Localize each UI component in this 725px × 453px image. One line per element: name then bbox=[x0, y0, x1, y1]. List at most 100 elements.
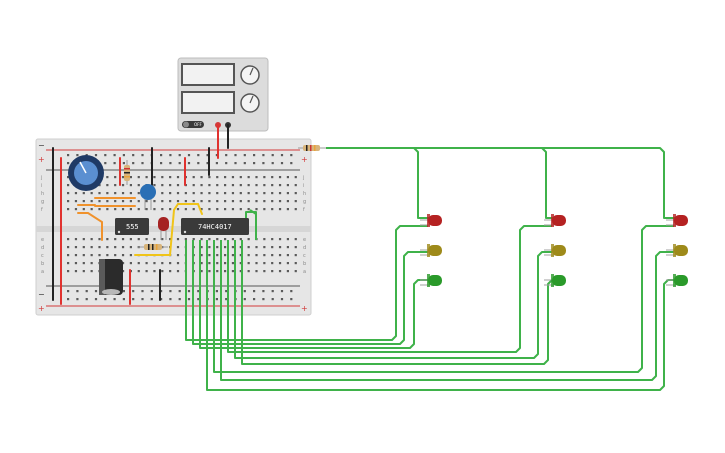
breadboard-hole[interactable] bbox=[94, 298, 98, 301]
breadboard-hole[interactable] bbox=[271, 270, 274, 273]
breadboard-hole[interactable] bbox=[231, 238, 235, 241]
breadboard-hole[interactable] bbox=[150, 298, 153, 301]
breadboard-hole[interactable] bbox=[216, 208, 219, 211]
led-green-2[interactable] bbox=[544, 274, 566, 287]
breadboard-hole[interactable] bbox=[200, 254, 203, 257]
breadboard-hole[interactable] bbox=[263, 246, 266, 249]
breadboard-hole[interactable] bbox=[169, 270, 172, 273]
breadboard-hole[interactable] bbox=[255, 208, 258, 211]
breadboard-hole[interactable] bbox=[294, 254, 297, 257]
breadboard-hole[interactable] bbox=[169, 262, 172, 265]
breadboard-hole[interactable] bbox=[67, 270, 70, 273]
breadboard-hole[interactable] bbox=[132, 290, 135, 293]
breadboard-hole[interactable] bbox=[141, 162, 144, 165]
breadboard-hole[interactable] bbox=[255, 200, 258, 203]
breadboard-hole[interactable] bbox=[67, 200, 70, 203]
breadboard-hole[interactable] bbox=[74, 262, 78, 265]
breadboard-hole[interactable] bbox=[160, 290, 163, 293]
breadboard-hole[interactable] bbox=[106, 184, 109, 187]
breadboard-hole[interactable] bbox=[161, 200, 164, 203]
breadboard-hole[interactable] bbox=[184, 208, 187, 211]
breadboard-hole[interactable] bbox=[255, 246, 258, 249]
breadboard-hole[interactable] bbox=[106, 246, 109, 249]
breadboard-hole[interactable] bbox=[271, 154, 274, 157]
ic-555[interactable]: 555 bbox=[115, 218, 149, 235]
breadboard-hole[interactable] bbox=[231, 246, 235, 249]
breadboard-hole[interactable] bbox=[239, 176, 242, 179]
breadboard-hole[interactable] bbox=[176, 192, 180, 195]
breadboard-hole[interactable] bbox=[253, 154, 256, 157]
breadboard-hole[interactable] bbox=[137, 176, 140, 179]
breadboard-hole[interactable] bbox=[160, 154, 163, 157]
breadboard-hole[interactable] bbox=[224, 270, 227, 273]
breadboard-hole[interactable] bbox=[176, 184, 180, 187]
breadboard-hole[interactable] bbox=[67, 208, 70, 211]
breadboard-hole[interactable] bbox=[200, 270, 203, 273]
breadboard-hole[interactable] bbox=[224, 246, 227, 249]
breadboard-hole[interactable] bbox=[224, 176, 227, 179]
breadboard-hole[interactable] bbox=[294, 262, 297, 265]
breadboard-hole[interactable] bbox=[85, 298, 88, 301]
breadboard-hole[interactable] bbox=[129, 184, 132, 187]
breadboard-hole[interactable] bbox=[187, 290, 191, 293]
breadboard-hole[interactable] bbox=[82, 270, 85, 273]
breadboard-hole[interactable] bbox=[255, 262, 258, 265]
breadboard-hole[interactable] bbox=[129, 200, 132, 203]
breadboard-hole[interactable] bbox=[74, 192, 78, 195]
breadboard-hole[interactable] bbox=[243, 298, 246, 301]
breadboard-hole[interactable] bbox=[90, 254, 93, 257]
breadboard-hole[interactable] bbox=[263, 176, 266, 179]
breadboard-hole[interactable] bbox=[243, 162, 246, 165]
breadboard-hole[interactable] bbox=[271, 290, 274, 293]
breadboard-hole[interactable] bbox=[208, 254, 211, 257]
breadboard-hole[interactable] bbox=[98, 254, 101, 257]
breadboard-hole[interactable] bbox=[169, 200, 172, 203]
breadboard-hole[interactable] bbox=[255, 192, 258, 195]
breadboard-hole[interactable] bbox=[145, 200, 148, 203]
breadboard-hole[interactable] bbox=[271, 176, 274, 179]
breadboard-hole[interactable] bbox=[82, 238, 85, 241]
breadboard-hole[interactable] bbox=[141, 298, 144, 301]
breadboard-hole[interactable] bbox=[161, 238, 164, 241]
breadboard-hole[interactable] bbox=[169, 154, 172, 157]
breadboard-hole[interactable] bbox=[94, 290, 98, 293]
breadboard-hole[interactable] bbox=[290, 290, 293, 293]
breadboard-hole[interactable] bbox=[271, 254, 274, 257]
led-red-3[interactable] bbox=[666, 214, 688, 227]
breadboard-hole[interactable] bbox=[145, 270, 148, 273]
breadboard-hole[interactable] bbox=[113, 154, 116, 157]
breadboard-hole[interactable] bbox=[243, 154, 246, 157]
breadboard-hole[interactable] bbox=[224, 238, 227, 241]
breadboard-hole[interactable] bbox=[98, 184, 101, 187]
breadboard-hole[interactable] bbox=[294, 200, 297, 203]
breadboard-hole[interactable] bbox=[122, 162, 125, 165]
led-yellow-1[interactable] bbox=[420, 244, 442, 257]
breadboard-hole[interactable] bbox=[169, 290, 172, 293]
breadboard-hole[interactable] bbox=[114, 254, 117, 257]
breadboard-hole[interactable] bbox=[104, 154, 107, 157]
breadboard-hole[interactable] bbox=[129, 238, 132, 241]
breadboard-hole[interactable] bbox=[286, 208, 289, 211]
breadboard-hole[interactable] bbox=[121, 238, 125, 241]
breadboard-hole[interactable] bbox=[290, 162, 293, 165]
breadboard-hole[interactable] bbox=[262, 298, 265, 301]
breadboard-hole[interactable] bbox=[271, 262, 274, 265]
breadboard-hole[interactable] bbox=[239, 200, 242, 203]
breadboard-hole[interactable] bbox=[169, 208, 172, 211]
breadboard-hole[interactable] bbox=[178, 290, 181, 293]
breadboard-hole[interactable] bbox=[216, 270, 219, 273]
breadboard-hole[interactable] bbox=[121, 254, 125, 257]
breadboard-hole[interactable] bbox=[280, 162, 284, 165]
breadboard-hole[interactable] bbox=[160, 162, 163, 165]
breadboard-hole[interactable] bbox=[231, 262, 235, 265]
breadboard-hole[interactable] bbox=[187, 298, 191, 301]
breadboard-hole[interactable] bbox=[121, 208, 125, 211]
breadboard-hole[interactable] bbox=[280, 154, 284, 157]
breadboard-hole[interactable] bbox=[106, 238, 109, 241]
breadboard-hole[interactable] bbox=[286, 270, 289, 273]
breadboard-hole[interactable] bbox=[216, 262, 219, 265]
breadboard-hole[interactable] bbox=[231, 176, 235, 179]
breadboard-hole[interactable] bbox=[176, 262, 180, 265]
breadboard-hole[interactable] bbox=[208, 246, 211, 249]
breadboard-hole[interactable] bbox=[74, 238, 78, 241]
